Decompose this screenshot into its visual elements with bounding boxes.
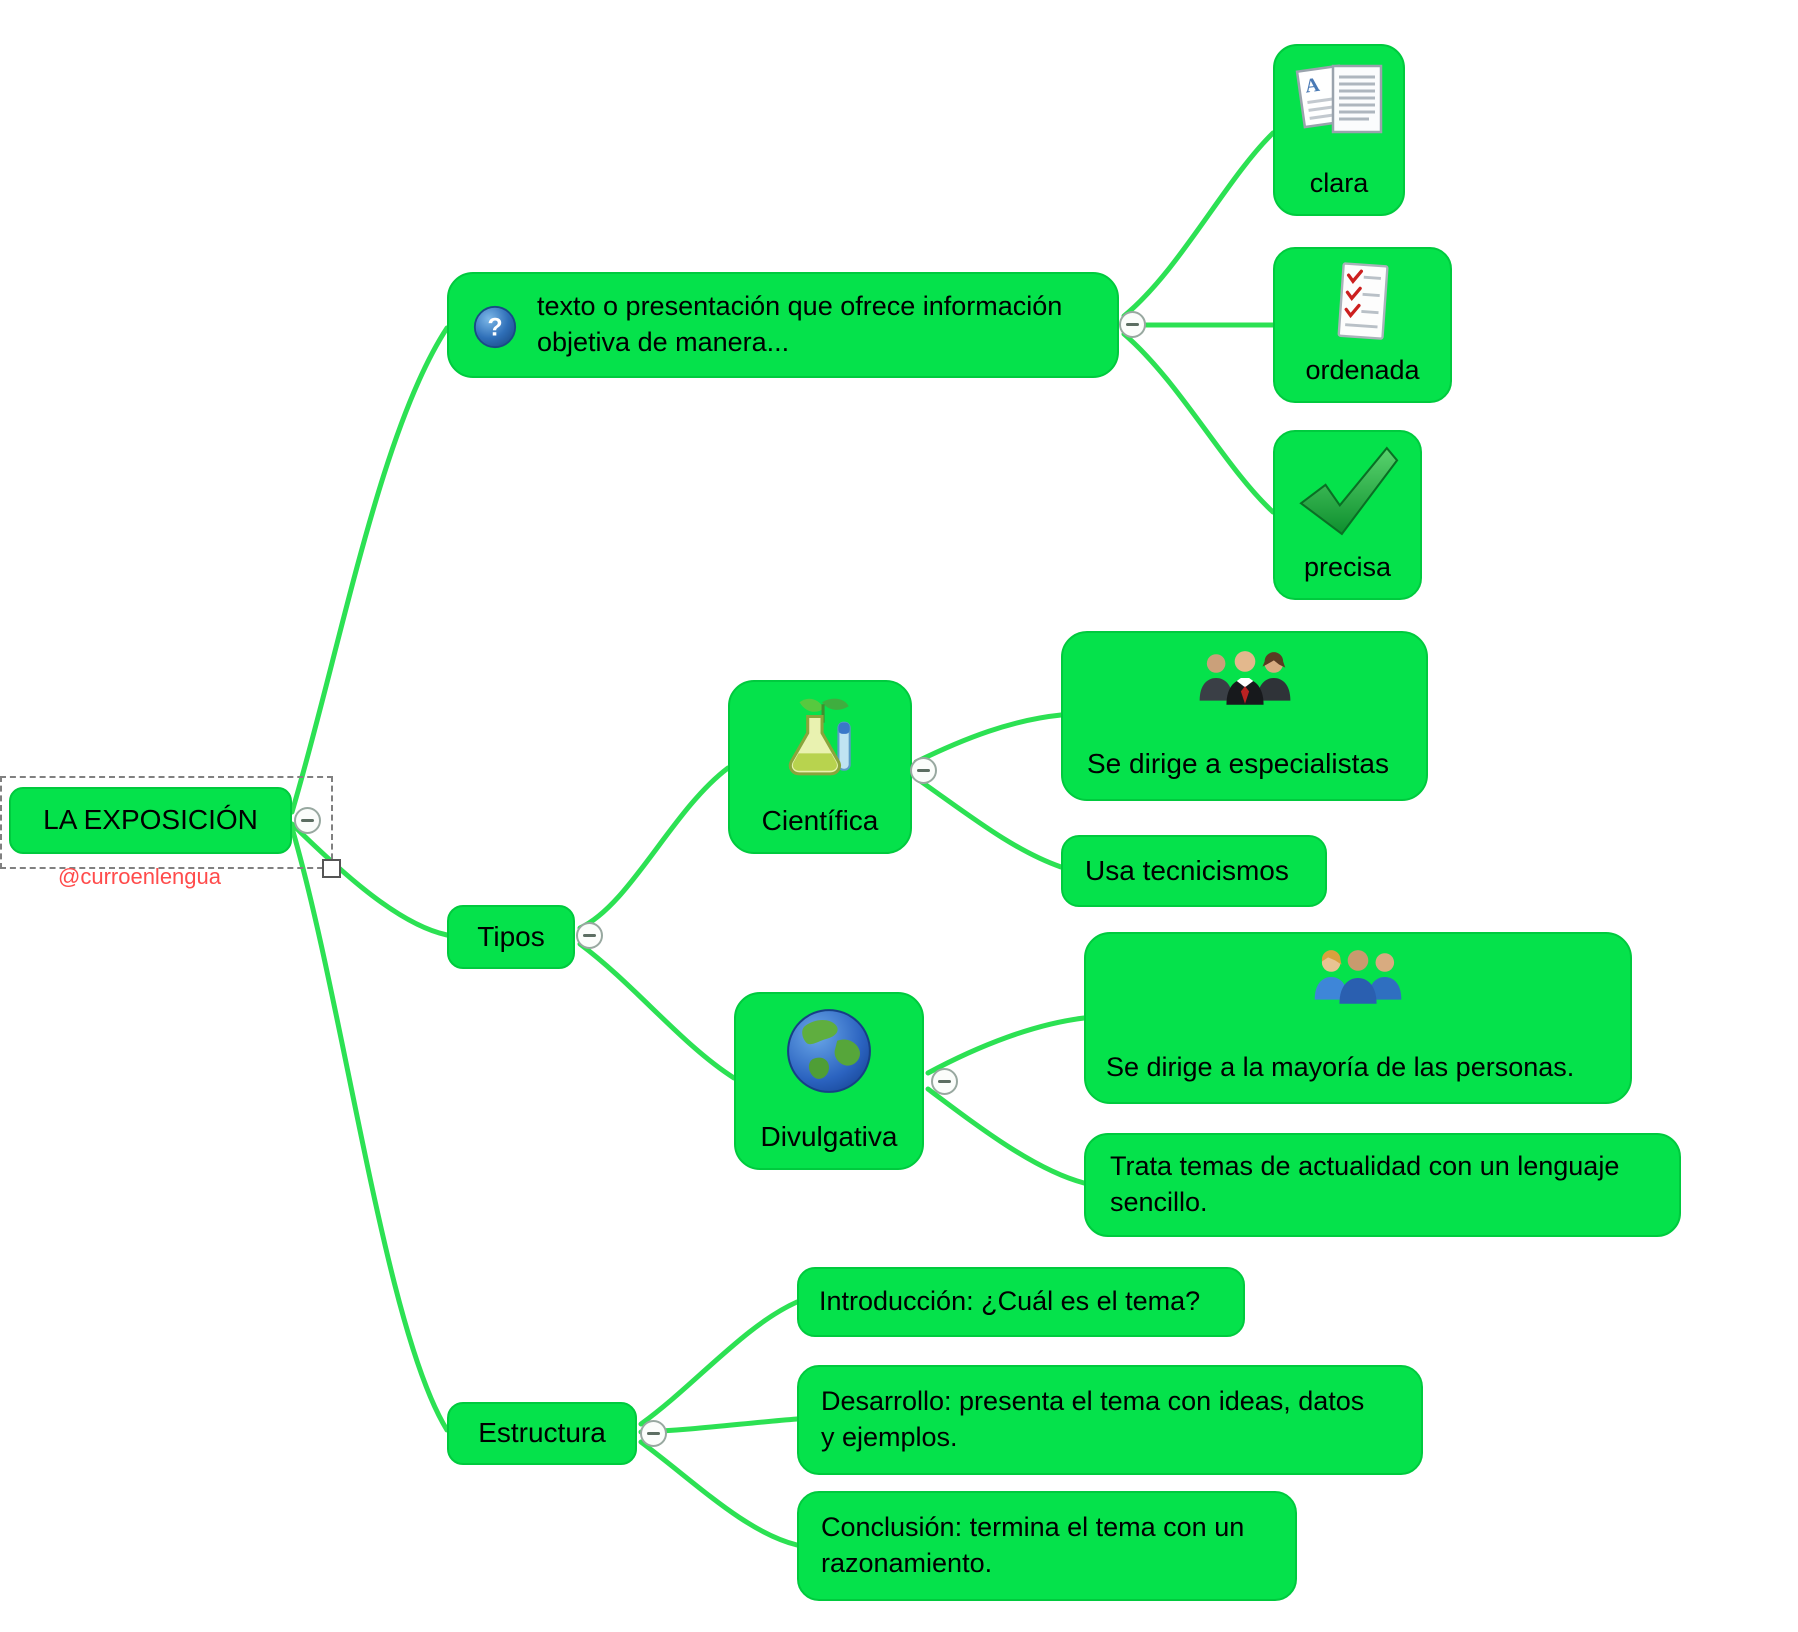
node-definition-label: texto o presentación que ofrece informac… (537, 291, 1063, 357)
documents-icon: A (1291, 58, 1387, 160)
node-especialistas-label: Se dirige a especialistas (1087, 748, 1389, 780)
node-divulgativa[interactable]: Divulgativa (734, 992, 924, 1170)
node-cientifica-label: Científica (761, 805, 879, 837)
connector-line (289, 821, 450, 938)
node-actualidad-label: Trata temas de actualidad con un lenguaj… (1110, 1151, 1620, 1217)
node-tecnicismos-label: Usa tecnicismos (1085, 854, 1289, 886)
node-desarrollo[interactable]: Desarrollo: presenta el tema con ideas, … (797, 1365, 1423, 1475)
collapse-button-definition[interactable] (1119, 311, 1146, 338)
node-divulgativa-label: Divulgativa (760, 1121, 898, 1153)
node-root-label: LA EXPOSICIÓN (43, 804, 258, 836)
people-group-icon (1306, 946, 1410, 1022)
connector-line (289, 325, 450, 815)
business-people-icon (1193, 647, 1297, 723)
collapse-button-estructura[interactable] (640, 1420, 667, 1447)
node-introduccion[interactable]: Introducción: ¿Cuál es el tema? (797, 1267, 1245, 1337)
connector-line (638, 1439, 800, 1548)
connector-line (913, 775, 1064, 870)
node-estructura[interactable]: Estructura (447, 1402, 637, 1465)
node-conclusion[interactable]: Conclusión: termina el tema con un razon… (797, 1491, 1297, 1601)
node-root[interactable]: LA EXPOSICIÓN (9, 787, 292, 854)
node-introduccion-label: Introducción: ¿Cuál es el tema? (819, 1286, 1201, 1317)
node-cientifica[interactable]: Científica (728, 680, 912, 854)
node-precisa[interactable]: precisa (1273, 430, 1422, 600)
collapse-button-root[interactable] (294, 807, 321, 834)
connector-line (577, 941, 737, 1081)
connector-line (577, 765, 731, 931)
node-precisa-label: precisa (1303, 552, 1392, 583)
globe-icon (784, 1006, 874, 1106)
collapse-button-cientifica[interactable] (910, 757, 937, 784)
connector-line (925, 1015, 1087, 1076)
node-mayoria[interactable]: Se dirige a la mayoría de las personas. (1084, 932, 1632, 1104)
svg-text:?: ? (487, 314, 502, 341)
node-desarrollo-label: Desarrollo: presenta el tema con ideas, … (821, 1386, 1365, 1452)
connector-line (925, 1086, 1087, 1186)
node-conclusion-label: Conclusión: termina el tema con un razon… (821, 1512, 1245, 1578)
node-definition[interactable]: ? texto o presentación que ofrece inform… (447, 272, 1119, 378)
checklist-icon (1332, 261, 1394, 353)
connector-line (289, 825, 450, 1433)
selection-box (0, 776, 333, 869)
connector-line (638, 1299, 800, 1427)
node-ordenada[interactable]: ordenada (1273, 247, 1452, 403)
node-clara[interactable]: A clara (1273, 44, 1405, 216)
collapse-button-divulgativa[interactable] (931, 1068, 958, 1095)
node-estructura-label: Estructura (478, 1417, 606, 1449)
collapse-button-tipos[interactable] (576, 922, 603, 949)
node-tipos-label: Tipos (477, 920, 545, 952)
selection-resize-handle[interactable] (322, 859, 341, 878)
connector-line (1121, 130, 1276, 319)
node-mayoria-label: Se dirige a la mayoría de las personas. (1106, 1052, 1575, 1083)
node-especialistas[interactable]: Se dirige a especialistas (1061, 631, 1428, 801)
question-icon: ? (473, 305, 517, 349)
node-ordenada-label: ordenada (1305, 355, 1420, 386)
svg-text:A: A (1304, 74, 1322, 98)
connector-line (1121, 331, 1276, 515)
watermark-handle: @curroenlengua (58, 864, 221, 889)
science-flask-icon (777, 694, 863, 790)
node-tecnicismos[interactable]: Usa tecnicismos (1061, 835, 1327, 907)
node-clara-label: clara (1309, 168, 1369, 199)
connector-line (913, 712, 1064, 765)
node-tipos[interactable]: Tipos (447, 905, 575, 969)
node-actualidad[interactable]: Trata temas de actualidad con un lenguaj… (1084, 1133, 1681, 1237)
checkmark-icon (1294, 444, 1402, 548)
